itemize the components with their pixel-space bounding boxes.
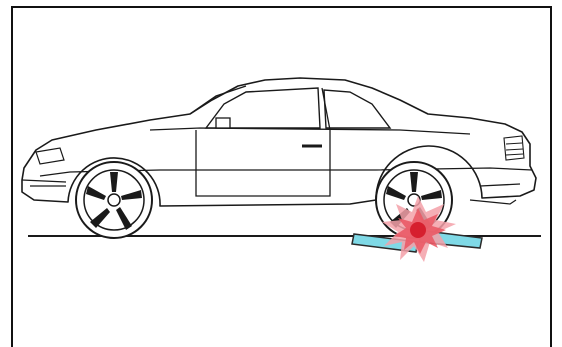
front-wheel [76, 162, 152, 238]
car-rear-details [504, 136, 524, 160]
tail-lamp [504, 136, 524, 160]
side-mirror [216, 118, 230, 128]
exhaust [470, 200, 516, 204]
